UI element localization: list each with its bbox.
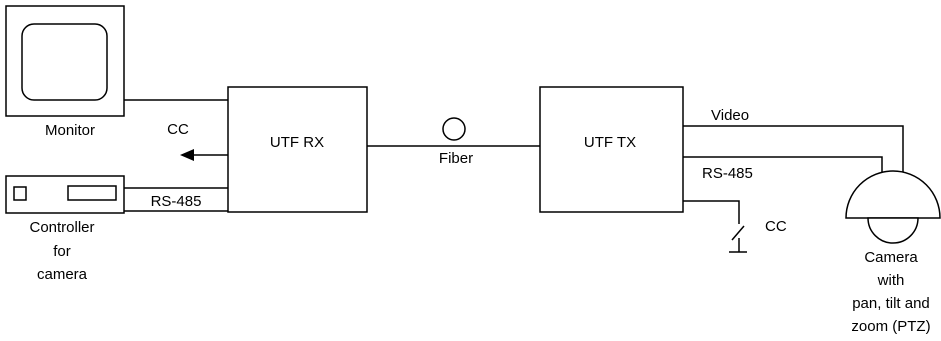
controller-label-line3: camera [37, 266, 88, 283]
controller-label-line2: for [53, 243, 71, 260]
rs485-left-label: RS-485 [151, 193, 202, 210]
fiber-label: Fiber [439, 150, 473, 167]
cc-right-label: CC [765, 218, 787, 235]
cc-left-arrow [180, 149, 228, 161]
camera-dome-top [845, 170, 941, 219]
camera-dome-lens [867, 217, 919, 244]
video-line [683, 125, 904, 172]
cc-switch [683, 200, 747, 253]
ptz-camera [845, 170, 941, 244]
controller-button [13, 186, 27, 201]
monitor-label: Monitor [45, 122, 95, 139]
camera-label-line2: with [877, 272, 905, 289]
camera-label-line1: Camera [864, 249, 918, 266]
fiber-coil [442, 117, 466, 141]
monitor-screen [21, 23, 108, 101]
camera-label-line4: zoom (PTZ) [851, 318, 930, 335]
utf-rx-box [227, 86, 368, 213]
controller-display [67, 185, 117, 201]
controller-label-line1: Controller [29, 219, 94, 236]
video-label: Video [711, 107, 749, 124]
utf-tx-label: UTF TX [584, 134, 636, 151]
monitor [5, 5, 125, 117]
rs485-right-line [683, 156, 883, 175]
utf-tx-box [539, 86, 684, 213]
utf-rx-label: UTF RX [270, 134, 324, 151]
camera-controller [5, 175, 125, 214]
camera-label-line3: pan, tilt and [852, 295, 930, 312]
rs485-right-label: RS-485 [702, 165, 753, 182]
cc-left-label: CC [167, 121, 189, 138]
